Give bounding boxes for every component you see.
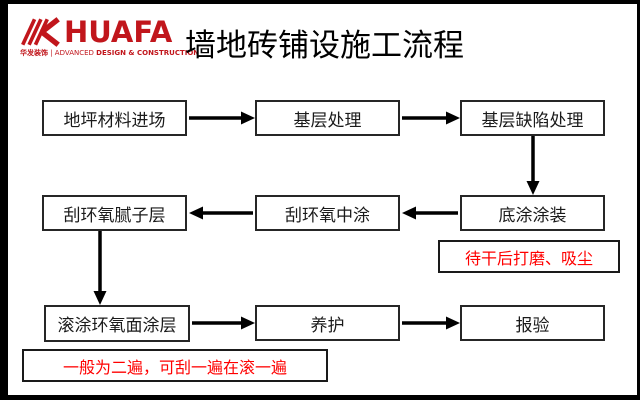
brand-tagline: 华发装饰 | ADVANCED DESIGN & CONSTRUCTION bbox=[20, 49, 199, 58]
flow-arrows bbox=[93, 111, 540, 330]
note-two-passes: 一般为二遍，可刮一遍在滚一遍 bbox=[22, 349, 328, 382]
huafa-k-icon bbox=[21, 17, 60, 47]
flow-node-inspection: 报验 bbox=[460, 305, 605, 341]
flow-node-curing: 养护 bbox=[255, 305, 400, 341]
arrow-curing-to-inspection bbox=[402, 316, 460, 330]
arrow-putty-to-topcoat bbox=[93, 231, 107, 305]
flow-node-base-treatment: 基层处理 bbox=[255, 100, 400, 136]
arrow-defect-to-primer bbox=[526, 136, 540, 195]
arrow-materials-to-base bbox=[189, 111, 255, 125]
page-title: 墙地砖铺设施工流程 bbox=[185, 28, 464, 64]
note-sand-and-vacuum: 待干后打磨、吸尘 bbox=[438, 240, 620, 273]
arrow-topcoat-to-curing bbox=[192, 316, 255, 330]
flow-node-epoxy-putty-layer: 刮环氧腻子层 bbox=[42, 195, 187, 231]
tagline-mid: | ADVANCED bbox=[48, 49, 97, 57]
flow-node-base-defect-treatment: 基层缺陷处理 bbox=[460, 100, 605, 136]
tagline-bold: DESIGN & CONSTRUCTION bbox=[96, 49, 200, 57]
slide-canvas: HUAFA 华发装饰 | ADVANCED DESIGN & CONSTRUCT… bbox=[8, 4, 637, 395]
flow-node-epoxy-topcoat: 滚涂环氧面涂层 bbox=[44, 305, 190, 342]
flow-node-materials-arrival: 地坪材料进场 bbox=[42, 100, 187, 136]
huafa-logo: HUAFA 华发装饰 | ADVANCED DESIGN & CONSTRUCT… bbox=[20, 15, 199, 68]
flow-node-primer-coating: 底涂涂装 bbox=[460, 195, 605, 231]
arrow-base-to-defect bbox=[402, 111, 460, 125]
flow-node-epoxy-midcoat: 刮环氧中涂 bbox=[255, 195, 400, 231]
tagline-cn: 华发装饰 bbox=[20, 49, 48, 57]
arrow-midcoat-to-putty bbox=[189, 206, 253, 220]
brand-name: HUAFA bbox=[64, 15, 173, 49]
arrow-primer-to-midcoat bbox=[402, 206, 458, 220]
